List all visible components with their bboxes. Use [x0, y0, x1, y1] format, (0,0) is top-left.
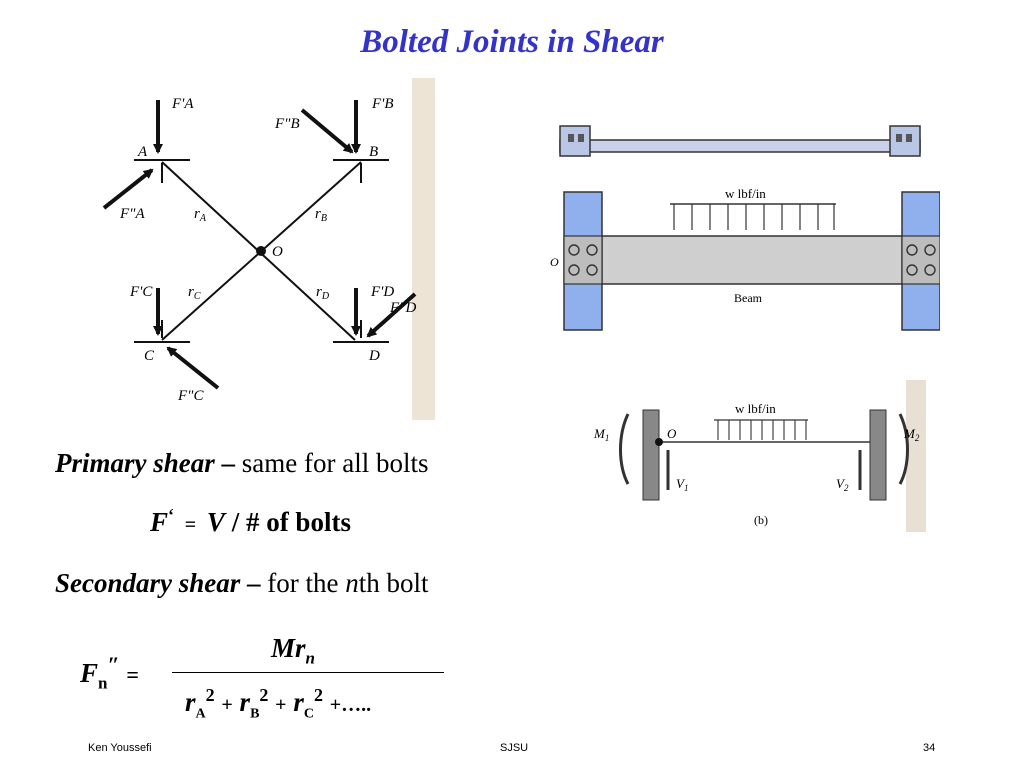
load-label-bottom: w lbf/in — [735, 401, 776, 416]
secondary-dash: – — [240, 568, 268, 598]
eq2-num-text: Mr — [271, 633, 306, 663]
m1-label: M1 — [593, 426, 609, 443]
right-wall — [869, 409, 887, 501]
label-O: O — [272, 244, 283, 260]
label-rA: rA — [194, 206, 207, 224]
secondary-rest-a: for the — [267, 568, 346, 598]
secondary-rest-b: th bolt — [358, 568, 429, 598]
primary-rest: same for all bolts — [241, 448, 429, 478]
primary-shear-line: Primary shear – same for all bolts — [55, 448, 428, 479]
label-FpA: F'A — [171, 96, 194, 112]
eq2-denominator: rA2 + rB2 + rC2 +….. — [185, 685, 372, 722]
equation-secondary-lhs: Fn″ = — [80, 652, 139, 693]
o-label-top: O — [550, 255, 559, 269]
v1-label: V1 — [676, 476, 688, 493]
slide-title: Bolted Joints in Shear — [360, 24, 664, 60]
left-wall — [642, 409, 660, 501]
centroid-O — [256, 246, 266, 256]
arrow-FppD — [366, 292, 417, 338]
label-A: A — [137, 144, 148, 160]
eq2-numerator: Mrn — [271, 633, 315, 668]
label-D: D — [368, 348, 380, 364]
o-label-bottom: O — [667, 426, 677, 441]
secondary-shear-line: Secondary shear – for the nth bolt — [55, 568, 429, 599]
label-rC: rC — [188, 284, 201, 302]
label-FppC: F"C — [177, 388, 204, 404]
label-rB: rB — [315, 206, 327, 224]
load-label-top: w lbf/in — [725, 186, 766, 201]
eq1-equals: = — [184, 514, 197, 536]
footer-org: SJSU — [500, 742, 529, 754]
footer-author: Ken Youssefi — [88, 742, 152, 754]
v2-label: V2 — [836, 476, 849, 493]
equation-primary: F‘ = V / # of bolts — [150, 505, 351, 538]
rB: r — [239, 687, 251, 717]
label-FpD: F'D — [370, 284, 394, 300]
page-edge-shadow — [412, 78, 435, 420]
label-FpC: F'C — [129, 284, 153, 300]
rC: r — [293, 687, 304, 717]
arrow-FppA — [102, 168, 154, 210]
arrow-FppB — [300, 108, 354, 154]
primary-dash: – — [214, 448, 242, 478]
top-plate — [559, 139, 921, 153]
figure-caption: (b) — [754, 513, 768, 527]
label-B: B — [369, 144, 378, 160]
label-rD: rD — [316, 284, 330, 302]
label-FppB: F"B — [274, 116, 300, 132]
primary-term: Primary shear — [55, 448, 215, 478]
arrow-FppC — [166, 346, 220, 390]
rA: r — [185, 687, 196, 717]
eq2-sub: n — [98, 673, 108, 693]
label-FppD: F"D — [389, 300, 416, 316]
label-FppA: F"A — [119, 206, 145, 222]
secondary-n: n — [345, 568, 359, 598]
footer-page: 34 — [923, 742, 936, 754]
eq2-lhs: F — [80, 658, 99, 688]
eq2-equals: = — [126, 662, 139, 687]
free-body-figure: w lbf/in O M1 M2 V1 V2 (b) — [593, 380, 926, 532]
eq1-lhs: F — [150, 507, 169, 537]
eq2-dprime: ″ — [107, 652, 120, 677]
bolt-group-figure: F'A F"A F'B F"B F'C F"C F'D F"D A B C D … — [102, 78, 435, 420]
eq2-num-sub: n — [305, 648, 315, 668]
beam-column-figure: w lbf/in O Beam — [550, 125, 940, 331]
eq1-v: V — [206, 507, 225, 537]
beam — [601, 235, 903, 285]
secondary-term: Secondary shear — [55, 568, 241, 598]
beam-label: Beam — [734, 291, 763, 305]
eq1-prime: ‘ — [168, 505, 175, 525]
m2-label: M2 — [903, 426, 920, 443]
fraction-bar — [172, 672, 444, 673]
eq1-rest: / # of bolts — [224, 507, 351, 537]
label-FpB: F'B — [371, 96, 394, 112]
label-C: C — [144, 348, 155, 364]
